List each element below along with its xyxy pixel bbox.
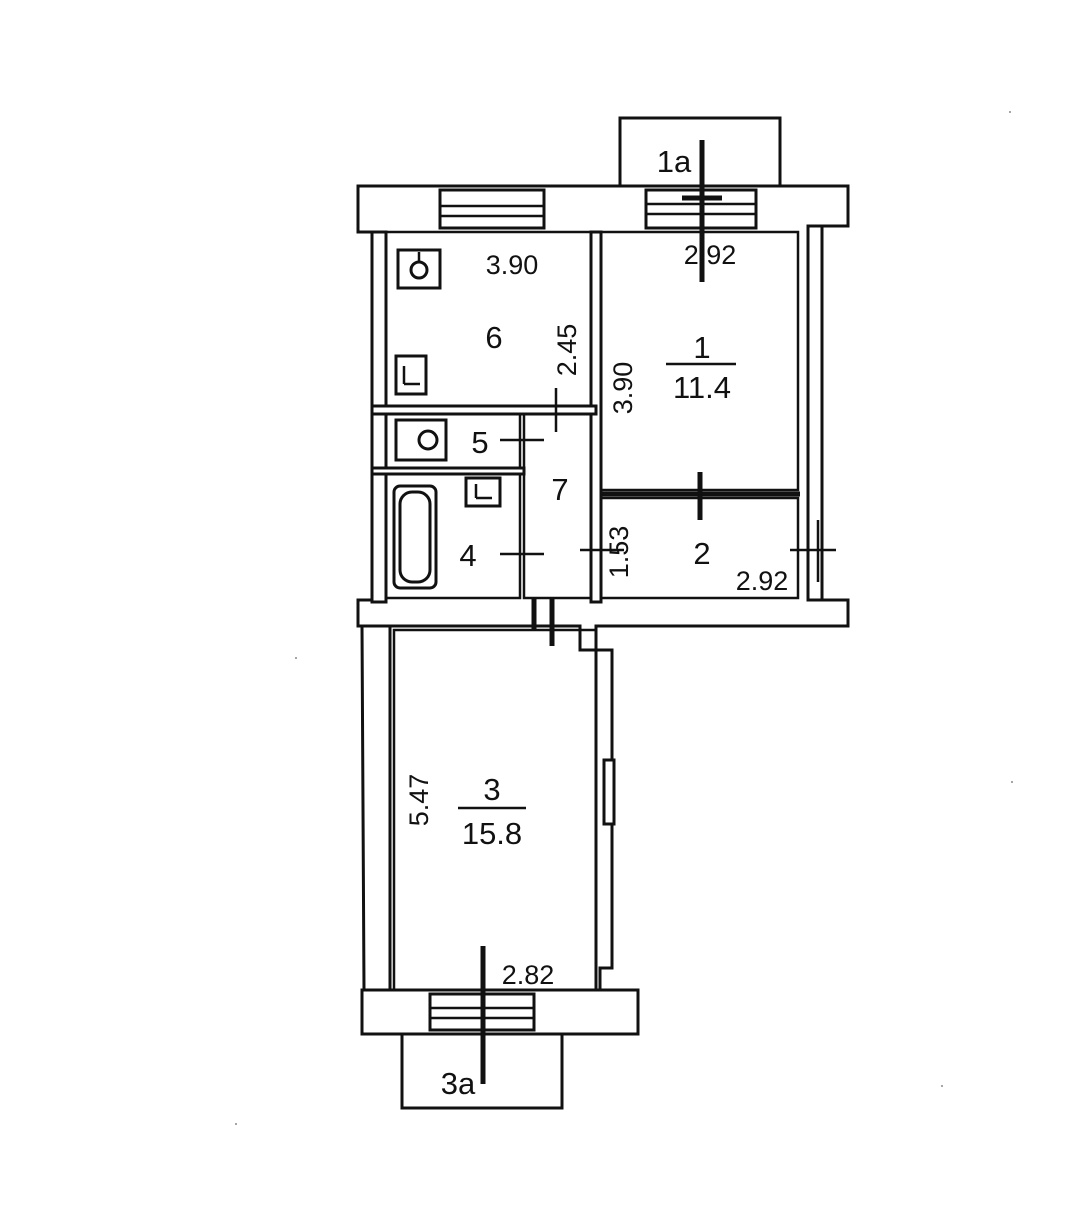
room-outlines	[370, 230, 800, 992]
balcony-1a-label: 1a	[657, 144, 692, 179]
fixtures	[392, 248, 616, 826]
dim-room-3-depth: 5.47	[404, 774, 434, 827]
toilet-room-5	[394, 418, 448, 462]
dim-room-1-depth: 3.90	[608, 362, 638, 415]
dim-room-2-depth: 1.53	[604, 526, 634, 579]
room-3-number: 3	[483, 772, 500, 807]
room-1-number: 1	[693, 330, 710, 365]
sink-room-4	[464, 476, 502, 508]
scan-specks	[235, 111, 1013, 1125]
room-2-number: 2	[693, 536, 710, 571]
dim-room-2-width: 2.92	[736, 566, 789, 596]
dim-room-6-width: 3.90	[486, 250, 539, 280]
balcony-3a-label: 3a	[441, 1066, 476, 1101]
dim-room-3-width: 2.82	[502, 960, 555, 990]
room-4-number: 4	[459, 538, 476, 573]
dim-room-6-depth: 2.45	[552, 324, 582, 377]
dim-room-1-width: 2.92	[684, 240, 737, 270]
window-room-6	[438, 188, 546, 230]
room-6-number: 6	[485, 320, 502, 355]
room-1-area: 11.4	[673, 370, 731, 405]
bathtub-room-4	[392, 484, 438, 590]
room-labels: 6 5 4 7 2 1 11.4 3 15.8 1a 3a	[441, 144, 736, 1101]
room-7-number: 7	[551, 472, 568, 507]
room-3-area: 15.8	[462, 816, 522, 851]
room-3-outline	[392, 628, 598, 992]
sink-room-6	[396, 248, 442, 290]
axis-markers	[480, 140, 836, 1084]
room-5-number: 5	[471, 425, 488, 460]
dimension-labels: 3.90 2.92 2.92 2.82 2.45 3.90 1.53 5.47	[404, 240, 788, 990]
radiator-room-3	[602, 758, 616, 826]
walls	[356, 184, 850, 1036]
stove-room-6	[394, 354, 428, 396]
